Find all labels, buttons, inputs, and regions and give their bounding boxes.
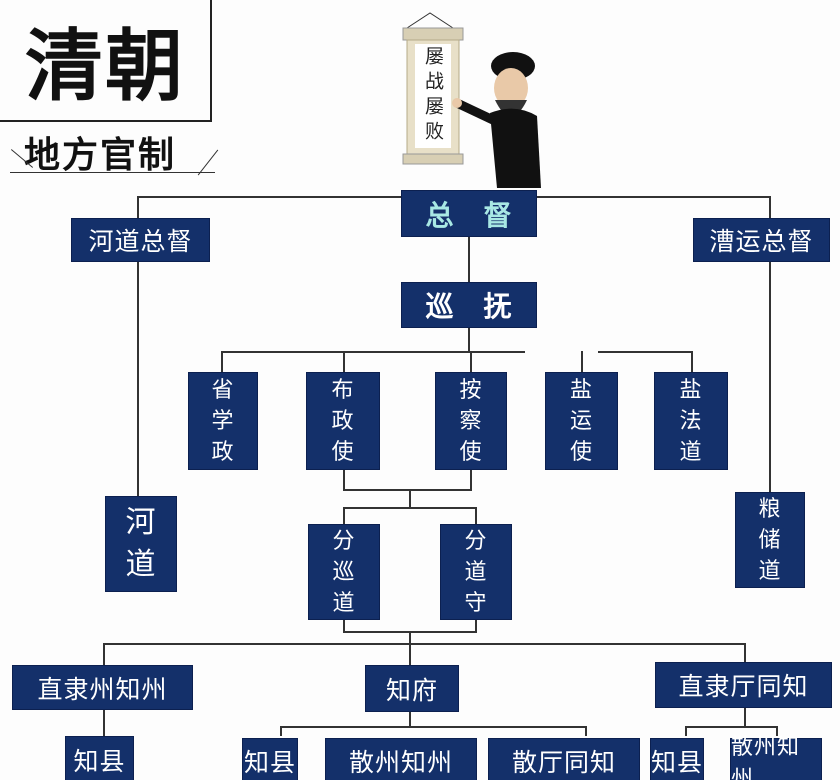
node-zongdu: 总 督 xyxy=(401,190,537,237)
char: 分 xyxy=(464,528,488,554)
connector xyxy=(343,507,477,509)
node-zhilizhou-zhizhou: 直隶州知州 xyxy=(12,665,193,710)
node-fendaoshou: 分道守 xyxy=(440,524,512,620)
node-buzhengshi: 布政使 xyxy=(306,372,380,470)
char: 守 xyxy=(464,590,488,616)
connector xyxy=(343,507,345,524)
char: 使 xyxy=(331,439,355,465)
node-yanyunshi: 盐运使 xyxy=(545,372,618,470)
node-caoyun-zongdu: 漕运总督 xyxy=(693,218,830,262)
node-sanzhou-zhizhou: 散州知州 xyxy=(730,735,822,780)
connector xyxy=(103,643,746,645)
connector xyxy=(343,351,345,372)
node-hedao-zongdu: 河道总督 xyxy=(71,218,210,262)
char: 运 xyxy=(569,408,593,434)
node-santing-tongzhi: 散厅同知 xyxy=(488,738,640,780)
node-yanfadao: 盐法道 xyxy=(654,372,728,470)
char: 察 xyxy=(459,408,483,434)
node-shengxuezheng: 省学政 xyxy=(188,372,258,470)
char: 法 xyxy=(679,408,703,434)
connector xyxy=(409,631,411,665)
node-liangchudao: 粮储道 xyxy=(735,492,805,588)
connector xyxy=(343,620,345,632)
char: 道 xyxy=(125,547,157,582)
connector xyxy=(468,328,470,352)
char: 粮 xyxy=(758,496,782,522)
node-hedao: 河道 xyxy=(105,496,177,592)
connector xyxy=(221,351,223,372)
connector xyxy=(409,489,411,508)
connector xyxy=(776,726,778,736)
char: 道 xyxy=(758,558,782,584)
connector xyxy=(343,489,472,491)
connector xyxy=(221,351,525,353)
char: 按 xyxy=(459,377,483,403)
connector xyxy=(468,236,470,282)
node-zhifu: 知府 xyxy=(365,665,459,712)
char: 使 xyxy=(459,439,483,465)
connector xyxy=(744,708,746,727)
connector xyxy=(598,351,693,353)
node-sanzhou-zhizhou: 散州知州 xyxy=(325,738,477,780)
connector xyxy=(137,196,139,496)
connector xyxy=(280,726,587,728)
char: 省 xyxy=(211,377,235,403)
connector xyxy=(744,643,746,662)
connector xyxy=(409,712,411,727)
connector xyxy=(280,726,282,736)
connector xyxy=(470,470,472,490)
connector xyxy=(343,470,345,490)
connector xyxy=(585,726,587,736)
node-anchashi: 按察使 xyxy=(435,372,507,470)
connector xyxy=(685,726,778,728)
char: 储 xyxy=(758,527,782,553)
node-xunfu: 巡 抚 xyxy=(401,282,537,328)
node-zhixian: 知县 xyxy=(650,738,704,780)
char: 使 xyxy=(569,439,593,465)
official-cartoon-illustration xyxy=(402,12,541,188)
title-main: 清朝 xyxy=(0,0,212,122)
connector xyxy=(470,351,472,372)
char: 政 xyxy=(211,439,235,465)
node-zhiliting-tongzhi: 直隶厅同知 xyxy=(655,662,832,708)
char: 盐 xyxy=(679,377,703,403)
connector xyxy=(475,620,477,632)
connector xyxy=(475,507,477,524)
connector xyxy=(103,710,105,736)
char: 政 xyxy=(331,408,355,434)
connector xyxy=(103,643,105,665)
title-underline xyxy=(10,172,215,173)
char: 巡 xyxy=(332,559,356,585)
scroll-text: 屡战屡败 xyxy=(422,46,444,146)
node-zhixian: 知县 xyxy=(242,738,298,780)
char: 盐 xyxy=(569,377,593,403)
char: 道 xyxy=(679,439,703,465)
connector xyxy=(691,351,693,372)
title-sub: 地方官制 xyxy=(24,135,177,176)
char: 布 xyxy=(331,377,355,403)
char: 分 xyxy=(332,528,356,554)
connector xyxy=(769,196,771,492)
connector xyxy=(581,351,583,372)
char: 道 xyxy=(332,590,356,616)
char: 河 xyxy=(125,505,157,540)
connector xyxy=(685,726,687,736)
node-fenxundao: 分巡道 xyxy=(308,524,380,620)
node-zhixian: 知县 xyxy=(65,736,134,780)
char: 学 xyxy=(211,408,235,434)
char: 道 xyxy=(464,559,488,585)
